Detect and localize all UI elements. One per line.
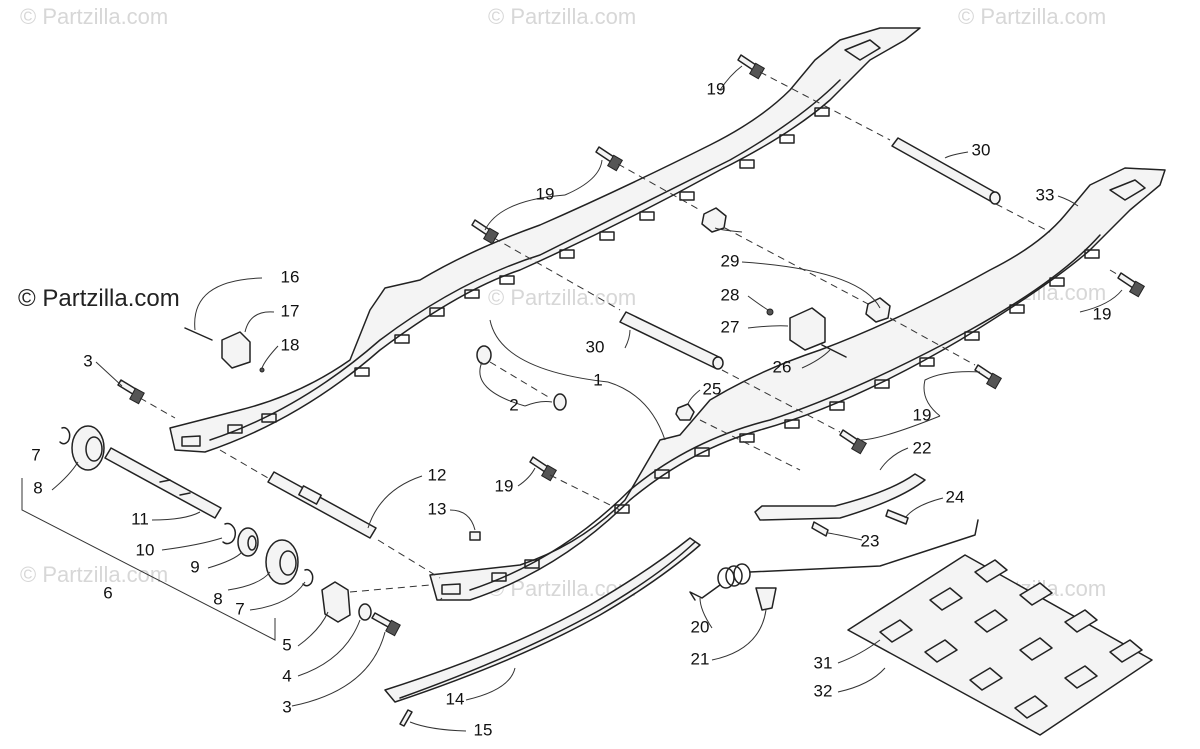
nut-25 [675,403,695,421]
callout-31: 31 [814,653,833,672]
bolt-26 [821,344,847,358]
spacers-29 [701,207,891,323]
callout-2: 2 [509,395,518,414]
wear-slide [384,537,701,703]
callout-5: 5 [282,635,291,654]
callout-19-c: 19 [1093,304,1112,323]
washer-2b [553,393,567,411]
partzilla-credit: © Partzilla.com [18,285,180,312]
bolt-23 [811,521,829,537]
callout-29: 29 [721,251,740,270]
callout-14: 14 [446,689,465,708]
callout-27: 27 [721,317,740,336]
callout-6: 6 [103,583,112,602]
clip-13 [469,531,481,541]
callout-19-e: 19 [495,476,514,495]
callout-1: 1 [593,370,602,389]
washer [358,603,372,621]
axle-shaft [104,447,222,519]
callout-13: 13 [428,499,447,518]
screw-15 [399,709,413,727]
bearing [237,527,259,557]
callout-10: 10 [136,540,155,559]
washer-2a [476,345,492,365]
snap-rings [59,426,314,587]
watermark-top-center: © Partzilla.com [488,4,636,29]
assembly-lines [139,71,1121,593]
watermark-mid-center: © Partzilla.com [488,285,636,310]
callout-30-top: 30 [972,140,991,159]
callout-32: 32 [814,681,833,700]
torsion-spring [689,519,979,601]
callout-7-top: 7 [31,445,40,464]
callout-26: 26 [773,357,792,376]
callout-25: 25 [703,379,722,398]
left-rail-slots [227,107,830,434]
callout-15: 15 [474,720,493,739]
watermark-top-right: © Partzilla.com [958,4,1106,29]
stop-block-27 [789,307,826,351]
rear-axle [267,471,377,539]
watermark-top-left: © Partzilla.com [20,4,168,29]
callout-20: 20 [691,617,710,636]
callout-9: 9 [190,557,199,576]
callout-3-top: 3 [83,351,92,370]
callout-3-bottom: 3 [282,697,291,716]
bolt-lower [371,612,401,637]
callout-7-bottom: 7 [235,599,244,618]
right-rail-slots [491,249,1100,582]
callout-19-b: 19 [536,184,555,203]
wheel-left [71,425,105,471]
callout-4: 4 [282,666,291,685]
callout-28: 28 [721,285,740,304]
cross-shaft-lower [619,311,724,370]
callout-21: 21 [691,649,710,668]
callout-8-top: 8 [33,478,42,497]
callout-24: 24 [946,487,965,506]
bolt-21 [755,587,777,611]
bolts-19 [471,54,1146,482]
stop-block-17 [221,331,251,369]
callout-23: 23 [861,531,880,550]
callout-12: 12 [428,465,447,484]
screw-28 [766,308,774,316]
bolt-24 [885,509,909,525]
callout-30-mid: 30 [586,337,605,356]
callout-19-a: 19 [707,79,726,98]
left-rail [169,27,921,453]
scraper-plate [754,473,926,521]
track-clips [847,554,1153,736]
callout-numbers: 1 2 3 3 4 5 6 7 7 8 8 9 10 11 12 13 14 1… [31,79,1111,739]
pin-16 [184,327,213,341]
callout-11: 11 [131,509,149,528]
callout-8-bottom: 8 [213,589,222,608]
leader-lines [51,65,1123,732]
callout-18: 18 [281,335,300,354]
callout-33: 33 [1036,185,1055,204]
idler-block [321,581,351,623]
right-rail [429,167,1166,601]
callout-19-d: 19 [913,405,932,424]
callout-17: 17 [281,301,300,320]
cross-shaft-upper [891,137,1001,205]
wheel-right [265,539,299,585]
callout-16: 16 [281,267,300,286]
watermark-bottom-left: © Partzilla.com [20,562,168,587]
bolt-left [117,379,145,405]
callout-22: 22 [913,438,932,457]
group-bracket [21,478,276,641]
screw-18 [259,367,265,373]
